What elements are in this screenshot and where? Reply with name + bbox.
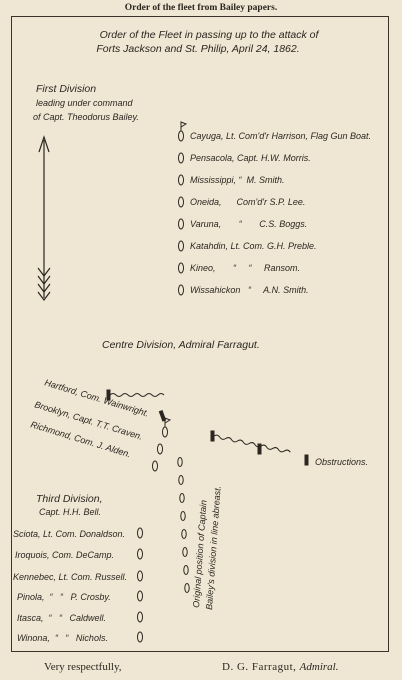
ship-marker-icon [178, 240, 184, 252]
ship-marker-icon [178, 284, 184, 296]
centre-division-ship-list: Hartford, Com. Wainwright. Brooklyn, Cap… [29, 377, 150, 459]
centre-division-heading: Centre Division, Admiral Farragut. [102, 339, 260, 351]
ship-label: Itasca, “ “ Caldwell. [17, 613, 106, 623]
ship-marker-icon [178, 174, 184, 186]
figure-caption: Order of the fleet from Bailey papers. [124, 3, 278, 13]
flagship-icon [162, 417, 172, 438]
ship-label: Katahdin, Lt. Com. G.H. Preble. [190, 241, 317, 251]
first-division-heading-line-3: of Capt. Theodorus Bailey. [33, 112, 139, 122]
ship-label: Iroquois, Com. DeCamp. [15, 550, 114, 560]
obstructions-chain-icon [210, 430, 309, 466]
title-line-1: Order of the Fleet in passing up to the … [100, 29, 320, 41]
obstructions-label: Obstructions. [315, 457, 368, 467]
first-division-heading-line-2: leading under command [36, 98, 134, 108]
first-division-heading: First Division [36, 83, 96, 95]
third-division-heading: Third Division, [36, 493, 103, 505]
ship-label: Kineo, “ “ Ransom. [190, 263, 300, 273]
ship-label: Sciota, Lt. Com. Donaldson. [13, 529, 125, 539]
third-division-ship-list: Sciota, Lt. Com. Donaldson. Iroquois, Co… [13, 529, 127, 643]
ship-label: Winona, “ “ Nichols. [17, 633, 108, 643]
ship-label: Mississippi, “ M. Smith. [190, 175, 285, 185]
ship-marker-icon [137, 631, 143, 643]
ship-label: Wissahickon “ A.N. Smith. [190, 285, 309, 295]
signature: D. G. Farragut, Admiral. [222, 661, 338, 673]
ship-marker-icon [179, 493, 185, 503]
ship-label: Varuna, “ C.S. Boggs. [190, 219, 307, 229]
ship-marker-icon [137, 570, 143, 582]
ship-label: Pinola, “ “ P. Crosby. [17, 592, 111, 602]
ship-marker-icon [137, 548, 143, 560]
third-division-heading-line-2: Capt. H.H. Bell. [39, 507, 101, 517]
ship-label: Oneida, Com'd'r S.P. Lee. [190, 197, 305, 207]
ship-marker-icon [182, 547, 188, 557]
flag-boat-icon [178, 121, 188, 142]
closing-salutation: Very respectfully, [44, 661, 122, 673]
ship-marker-icon [152, 460, 158, 472]
signature-title: Admiral. [299, 661, 339, 673]
ship-marker-icon [178, 196, 184, 208]
title-line-2: Forts Jackson and St. Philip, April 24, … [96, 43, 299, 55]
ship-marker-icon [137, 590, 143, 602]
ship-marker-icon [183, 565, 189, 575]
ship-marker-icon [157, 443, 163, 455]
ship-label: Cayuga, Lt. Com'd'r Harrison, Flag Gun B… [190, 131, 371, 141]
ship-marker-icon [178, 475, 184, 485]
chain-barrier-icon [106, 389, 167, 422]
ship-marker-icon [178, 262, 184, 274]
signature-name: D. G. Farragut, [222, 661, 297, 673]
original-position-markers [177, 457, 190, 593]
ship-label: Kennebec, Lt. Com. Russell. [13, 572, 127, 582]
ship-marker-icon [181, 529, 187, 539]
ship-marker-icon [137, 611, 143, 623]
advance-arrow-icon [37, 135, 51, 301]
first-division-ship-list: Cayuga, Lt. Com'd'r Harrison, Flag Gun B… [178, 131, 371, 296]
ship-label: Pensacola, Capt. H.W. Morris. [190, 153, 311, 163]
ship-marker-icon [137, 527, 143, 539]
ship-marker-icon [178, 218, 184, 230]
ship-marker-icon [177, 457, 183, 467]
diagram-frame [11, 16, 389, 652]
ship-marker-icon [178, 152, 184, 164]
ship-marker-icon [180, 511, 186, 521]
ship-marker-icon [184, 583, 190, 593]
